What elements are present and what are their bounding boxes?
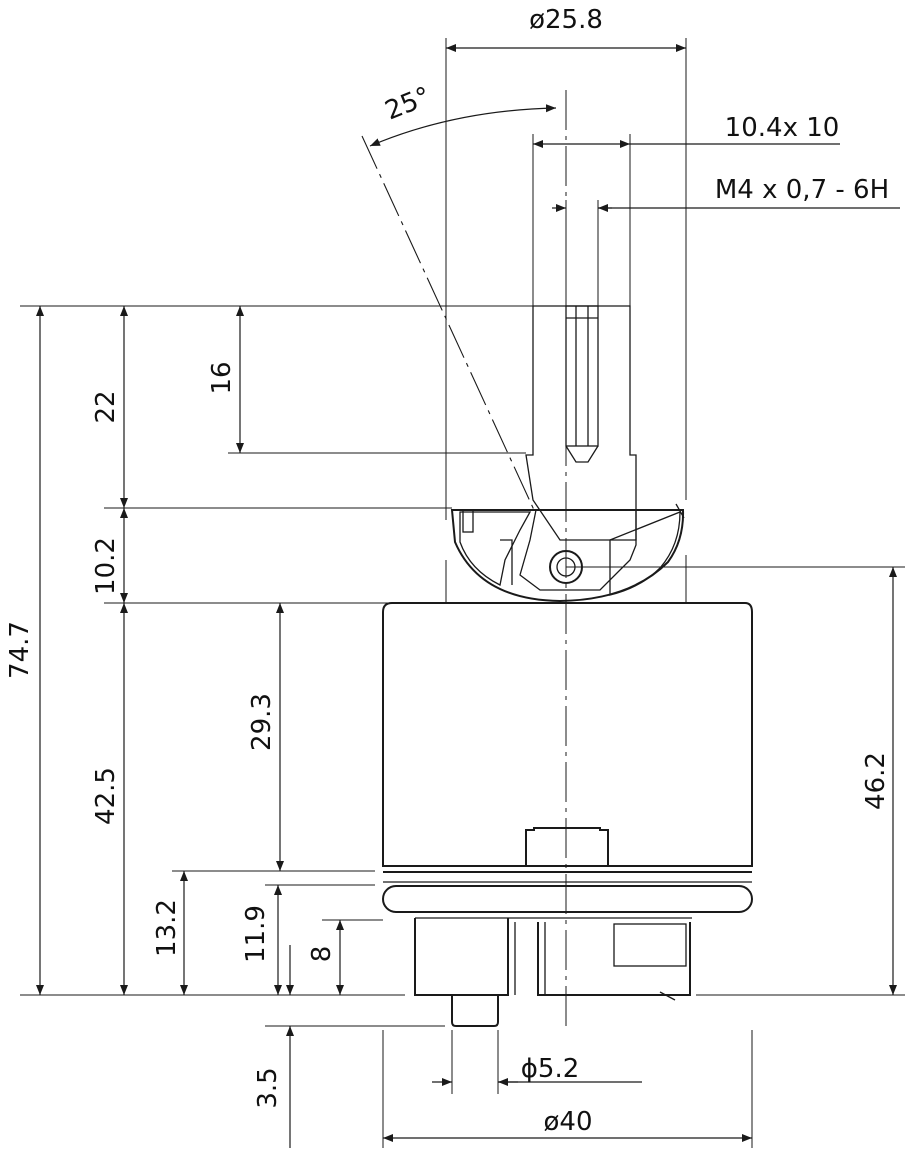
- dim-base-height-3: 8: [307, 946, 337, 963]
- dim-outer-diameter-top: ø25.8: [529, 5, 603, 35]
- dim-base-height-1: 13.2: [152, 899, 182, 957]
- dim-thread: M4 x 0,7 - 6H: [715, 175, 889, 205]
- dim-pivot-height: 46.2: [861, 752, 891, 810]
- dim-stem-size: 10.4x 10: [725, 113, 840, 143]
- dim-pin-length: 3.5: [253, 1067, 283, 1108]
- dim-body-height: 42.5: [91, 767, 121, 825]
- dim-angle: 25°: [381, 81, 435, 126]
- dim-cap-height: 10.2: [91, 537, 121, 595]
- dim-stem-height: 22: [91, 390, 121, 423]
- dim-pin-diameter: ϕ5.2: [521, 1054, 580, 1084]
- dim-body-upper-height: 29.3: [247, 693, 277, 751]
- dimension-lines: [36, 44, 900, 1148]
- cap-section: [450, 503, 685, 603]
- dim-body-diameter: ø40: [544, 1107, 593, 1137]
- dim-total-height: 74.7: [5, 621, 35, 679]
- dimension-labels: ø25.8 10.4x 10 M4 x 0,7 - 6H 25° 74.7 22…: [5, 5, 891, 1137]
- dim-base-height-2: 11.9: [241, 905, 271, 963]
- main-body: [382, 602, 753, 1027]
- dim-stem-depth: 16: [207, 361, 237, 394]
- angle-reference-line: [361, 135, 535, 511]
- stem: [525, 305, 637, 541]
